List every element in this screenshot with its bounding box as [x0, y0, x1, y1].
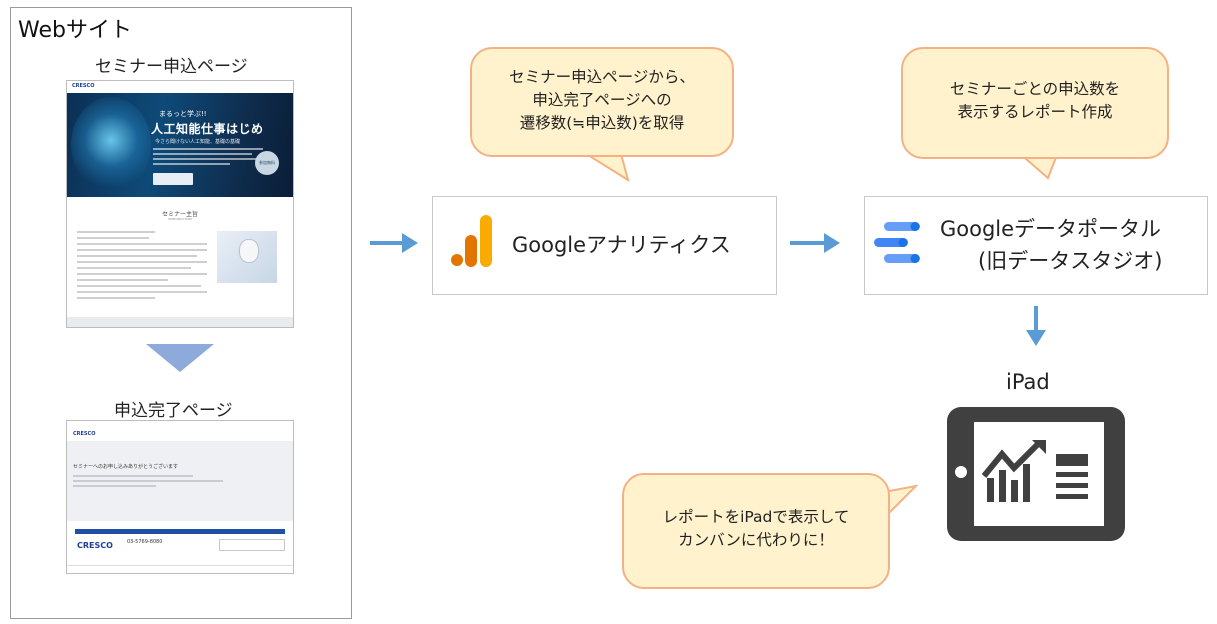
- ipad-bubble-text: レポートをiPadで表示して カンバンに代わりに！: [622, 506, 890, 552]
- contact-box: [219, 539, 285, 551]
- section-subtitle: INTRODUCTION: [168, 217, 192, 221]
- hero-button: [153, 173, 193, 185]
- thanks-text-lines: [73, 475, 223, 490]
- mock-topbar: [67, 421, 293, 441]
- complete-page-label: 申込完了ページ: [114, 401, 233, 421]
- bubble-line: 申込完了ページへの: [532, 91, 672, 109]
- mock-footer: [67, 565, 293, 573]
- google-analytics-label: Googleアナリティクス: [512, 233, 731, 257]
- bubble-line: カンバンに代わりに！: [678, 531, 834, 549]
- bubble-line: セミナーごとの申込数を: [949, 80, 1121, 98]
- footer-logo: CRESCO: [77, 541, 113, 550]
- complete-page-thumbnail: CRESCO セミナーへのお申し込みありがとうございます CRESCO 03-5…: [66, 420, 294, 574]
- thanks-title: セミナーへのお申し込みありがとうございます: [73, 464, 179, 470]
- hero-kicker: まるっと学ぶ!!: [159, 110, 207, 118]
- data-studio-label-2: (旧データスタジオ): [978, 249, 1163, 273]
- mock-logo: CRESCO: [72, 83, 95, 89]
- analytics-bubble-text: セミナー申込ページから、 申込完了ページへの 遷移数(≒申込数)を取得: [470, 66, 734, 135]
- mock-topbar: [67, 81, 293, 91]
- website-title: Webサイト: [18, 18, 132, 43]
- arrow-head-down: [1026, 330, 1046, 346]
- seminar-page-label: セミナー申込ページ: [95, 57, 248, 77]
- ai-brain-image: [71, 97, 151, 193]
- ipad-speech-bubble: [622, 473, 890, 589]
- mock-footer: [67, 317, 293, 327]
- section-text-lines: [77, 231, 207, 303]
- bubble-line: セミナー申込ページから、: [509, 68, 695, 86]
- data-studio-icon: [874, 222, 920, 263]
- contact-bar: [75, 529, 285, 534]
- arrow-head-right: [824, 233, 840, 253]
- hero-text-lines: [153, 148, 263, 168]
- arrow-analytics-to-datastudio: [790, 241, 826, 245]
- datastudio-speech-bubble: [901, 47, 1169, 159]
- arrow-site-to-analytics: [370, 241, 404, 245]
- google-analytics-icon: [451, 215, 492, 267]
- analytics-speech-bubble: [470, 47, 734, 157]
- mock-logo: CRESCO: [73, 431, 96, 437]
- hero-title: 人工知能仕事はじめ: [151, 122, 264, 136]
- hero-subtitle: 今さら聞けない人工知能、基礎の基礎: [155, 139, 241, 145]
- section-title: セミナー主旨: [161, 211, 198, 218]
- report-chart-icon: [982, 440, 1088, 502]
- robot-head: [239, 239, 259, 263]
- bubble-line: 表示するレポート作成: [957, 103, 1113, 121]
- bubble-line: レポートをiPadで表示して: [662, 508, 850, 526]
- mock-hero: まるっと学ぶ!! 人工知能仕事はじめ 今さら聞けない人工知能、基礎の基礎 参加無…: [67, 93, 293, 197]
- phone-number: 03-5769-8080: [127, 539, 163, 545]
- ipad-label: iPad: [1006, 370, 1050, 394]
- datastudio-bubble-text: セミナーごとの申込数を 表示するレポート作成: [901, 78, 1169, 124]
- data-studio-label-1: Googleデータポータル: [940, 217, 1162, 241]
- arrow-head-right: [402, 233, 418, 253]
- data-studio-box: [864, 196, 1208, 295]
- arrow-datastudio-to-ipad: [1034, 306, 1038, 332]
- down-triangle-arrow: [146, 344, 214, 372]
- free-badge: 参加無料: [255, 151, 279, 175]
- ipad-home-button: [955, 466, 967, 478]
- bubble-line: 遷移数(≒申込数)を取得: [519, 114, 685, 132]
- seminar-page-thumbnail: CRESCO まるっと学ぶ!! 人工知能仕事はじめ 今さら聞けない人工知能、基礎…: [66, 80, 294, 328]
